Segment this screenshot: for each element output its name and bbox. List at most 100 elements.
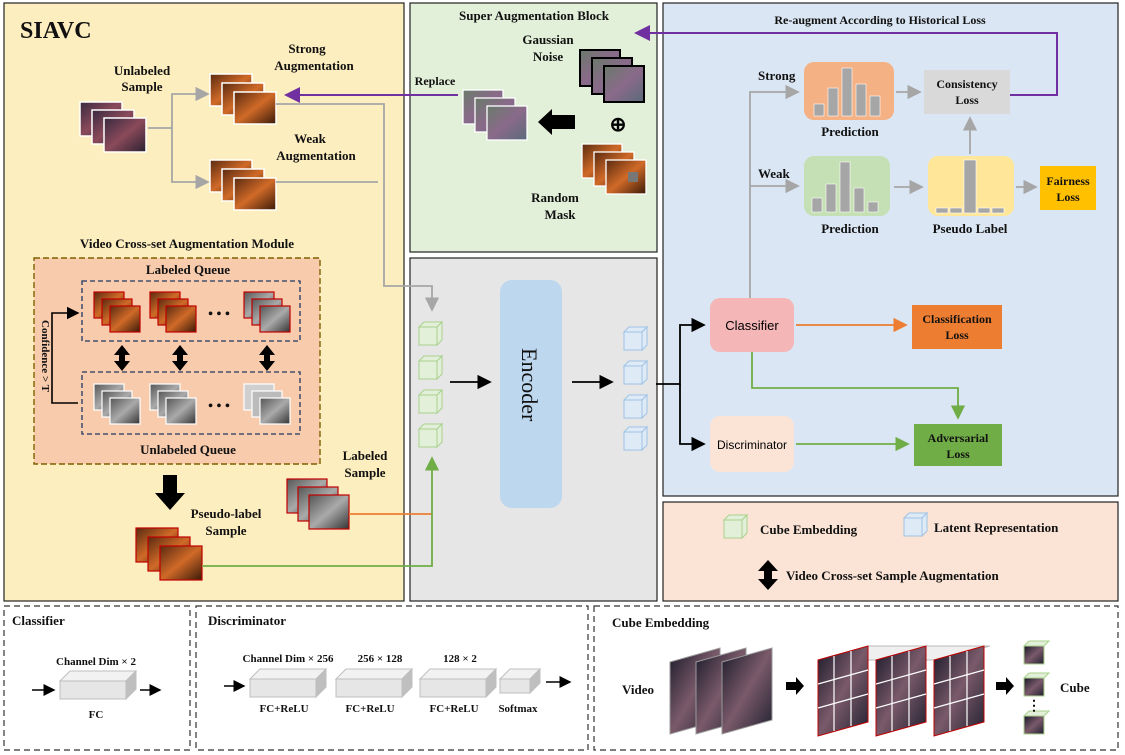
legend-cube-embedding-icon	[722, 513, 749, 540]
consistency-loss-label-2: Loss	[955, 93, 979, 107]
gaussian-noise-frames	[579, 49, 645, 103]
pseudo-label-sample-label-1: Pseudo-label	[191, 506, 262, 521]
replace-label: Replace	[415, 74, 456, 88]
pseudo-label-sample-line	[202, 456, 440, 567]
disc-fc-relu-block-3	[418, 667, 498, 699]
pseudo-label-histogram	[935, 159, 1005, 214]
classifier-to-strong-line	[749, 84, 800, 300]
vcam-title: Video Cross-set Augmentation Module	[80, 236, 294, 251]
classification-loss-box	[912, 305, 1002, 349]
labeled-sample-label-1: Labeled	[343, 448, 389, 463]
encoder-label: Encoder	[517, 348, 542, 422]
weak-augmentation-label-2: Augmentation	[276, 148, 356, 163]
classifier-fc-block	[58, 669, 138, 701]
super-augmentation-panel	[409, 2, 658, 253]
adversarial-loss-label-2: Loss	[946, 447, 970, 461]
pseudo-label-label: Pseudo Label	[933, 221, 1008, 236]
cube-embedding-column	[417, 320, 444, 449]
classifier-detail-title: Classifier	[12, 613, 65, 628]
latent-to-discriminator-line	[679, 384, 706, 452]
classifier-box	[710, 298, 794, 352]
labeled-sample-label-2: Sample	[344, 465, 385, 480]
adversarial-loss-label-1: Adversarial	[928, 431, 989, 445]
unlabeled-queue-frames	[93, 383, 291, 425]
unlabeled-queue-ellipsis: • • •	[208, 399, 230, 414]
fairness-loss-label-2: Loss	[1056, 190, 1080, 204]
strong-prediction-label: Prediction	[821, 124, 879, 139]
strong-prediction-histogram	[813, 67, 881, 117]
adversarial-loss-box	[914, 424, 1002, 466]
disc-dim-3: 128 × 2	[443, 653, 477, 665]
super-aug-merge-arrow	[538, 109, 575, 135]
latent-to-heads-line	[656, 317, 706, 385]
strong-to-encoder-line	[276, 103, 440, 312]
fairness-loss-box	[1040, 166, 1096, 210]
strong-augmentation-frames	[209, 73, 277, 125]
unlabeled-queue-label: Unlabeled Queue	[140, 442, 236, 457]
classification-loss-label-1: Classification	[922, 312, 992, 326]
disc-softmax-block	[498, 667, 542, 695]
consistency-loss-box	[924, 70, 1010, 114]
patch-grid-frames	[817, 645, 991, 737]
labeled-sample-frames	[286, 478, 350, 530]
patches-to-cube-arrow	[996, 677, 1014, 695]
disc-layer-1: FC+ReLU	[259, 703, 308, 715]
labeled-queue-label: Labeled Queue	[146, 262, 230, 277]
unlabeled-branch-line-weak	[171, 128, 210, 190]
random-mask-frames	[581, 143, 647, 195]
discriminator-label: Discriminator	[717, 438, 787, 452]
super-augmentation-title: Super Augmentation Block	[459, 8, 610, 23]
random-mask-label-1: Random	[531, 190, 579, 205]
legend-swap-icon	[758, 560, 778, 590]
video-frames	[669, 647, 773, 735]
strong-branch-label: Strong	[758, 68, 796, 83]
weak-augmentation-label-1: Weak	[294, 131, 327, 146]
disc-layer-2: FC+ReLU	[345, 703, 394, 715]
cube-label: Cube	[1060, 680, 1090, 695]
siavc-title: SIAVC	[20, 18, 92, 44]
video-label: Video	[622, 682, 654, 697]
legend-latent-label: Latent Representation	[934, 520, 1059, 535]
unlabeled-sample-frames	[79, 101, 147, 153]
labeled-queue-box	[81, 280, 301, 342]
disc-fc-relu-block-1	[248, 667, 328, 699]
strong-augmentation-label-2: Augmentation	[274, 58, 354, 73]
classifier-dim-label: Channel Dim × 2	[56, 656, 136, 668]
disc-fc-relu-block-2	[334, 667, 414, 699]
video-to-patches-arrow	[786, 677, 804, 695]
cube-tokens	[1022, 640, 1051, 735]
latent-representation-column	[622, 325, 649, 452]
cube-embedding-detail-title: Cube Embedding	[612, 615, 710, 630]
weak-augmentation-frames	[209, 159, 277, 211]
plus-symbol: ⊕	[610, 114, 627, 136]
reaugment-feedback-line	[634, 25, 1058, 96]
cross-set-swap-arrows	[114, 345, 275, 371]
disc-layer-4: Softmax	[498, 703, 538, 715]
legend-cube-embedding-label: Cube Embedding	[760, 522, 858, 537]
consistency-loss-label-1: Consistency	[936, 77, 997, 91]
discriminator-detail-title: Discriminator	[208, 613, 286, 628]
pseudo-label-down-arrow	[155, 475, 185, 510]
pseudo-label-sample-frames	[135, 527, 203, 581]
confidence-bracket	[51, 306, 80, 404]
pseudo-label-sample-label-2: Sample	[205, 523, 246, 538]
unlabeled-branch-line	[148, 86, 210, 129]
confidence-label: Confidence > T	[39, 320, 51, 393]
strong-augmentation-label-1: Strong	[288, 41, 326, 56]
disc-dim-2: 256 × 128	[358, 653, 403, 665]
augmented-output-frames	[462, 89, 528, 141]
fairness-loss-label-1: Fairness	[1046, 174, 1090, 188]
encoder-block	[500, 280, 562, 508]
reaugment-label: Re-augment According to Historical Loss	[774, 13, 986, 27]
cube-vdots: ⋮	[1027, 699, 1041, 714]
labeled-queue-frames	[93, 291, 291, 333]
discriminator-box	[710, 416, 794, 472]
random-mask-label-2: Mask	[544, 207, 576, 222]
gaussian-noise-label-2: Noise	[533, 49, 564, 64]
classifier-fc-label: FC	[89, 709, 104, 721]
legend-latent-icon	[902, 511, 929, 538]
gaussian-noise-label-1: Gaussian	[522, 32, 574, 47]
disc-dim-1: Channel Dim × 256	[243, 653, 334, 665]
weak-prediction-label: Prediction	[821, 221, 879, 236]
